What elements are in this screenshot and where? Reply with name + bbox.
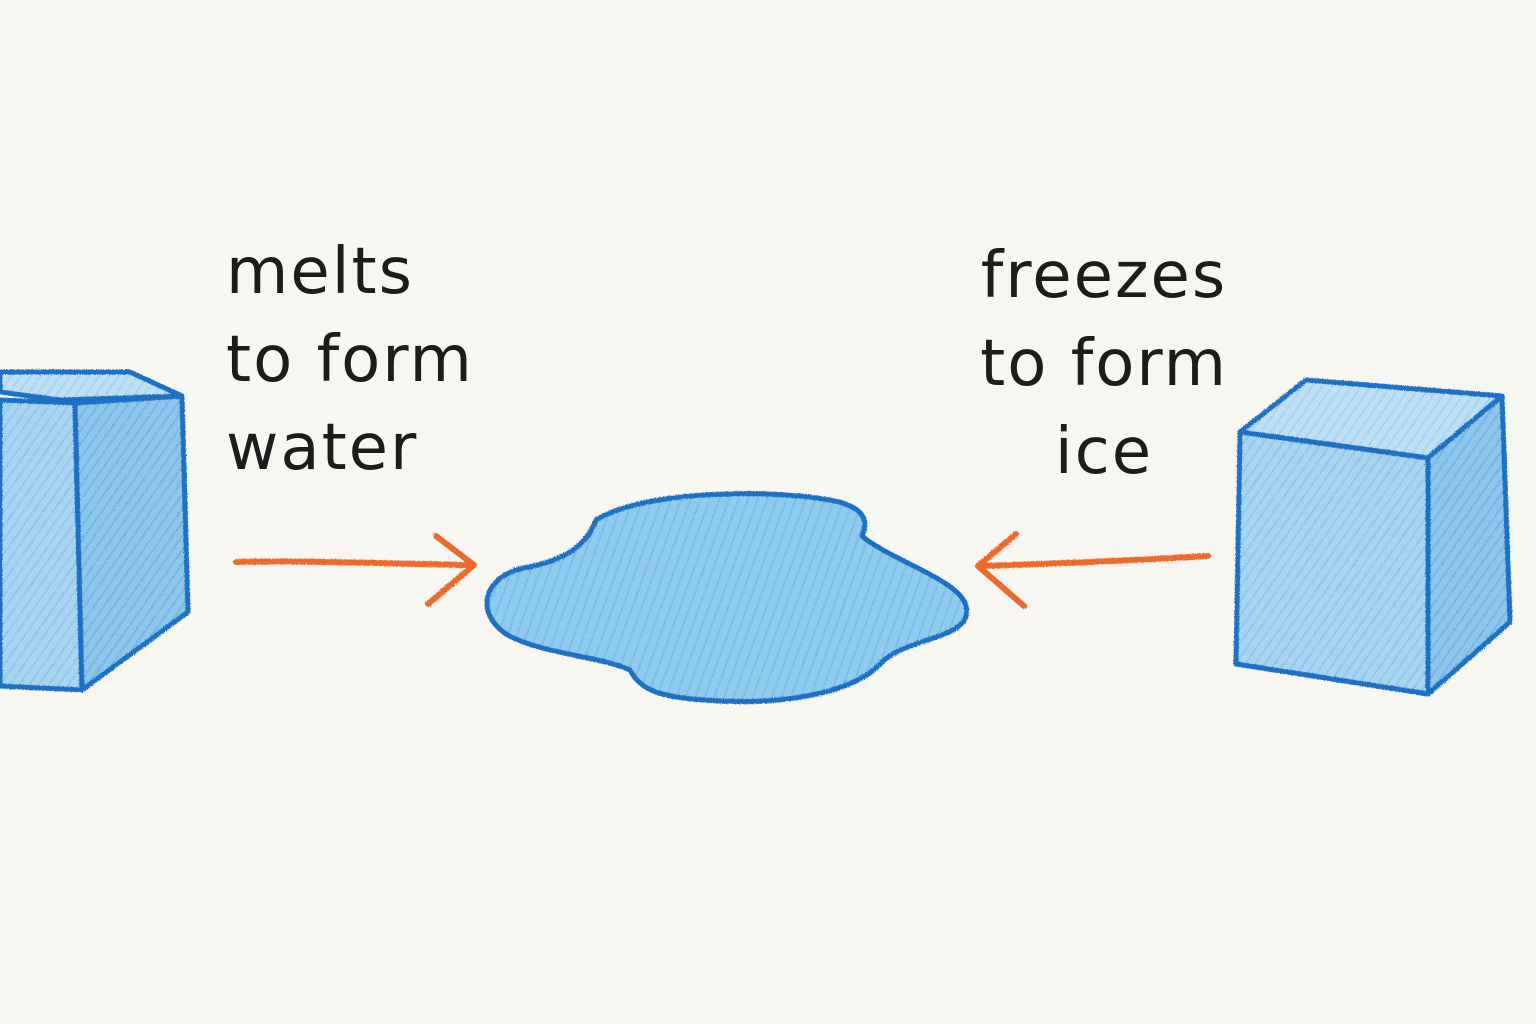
freeze-label-line-1: freezes xyxy=(980,239,1228,313)
freeze-label-line-2: to form xyxy=(980,327,1228,401)
freeze-arrow xyxy=(975,531,1211,609)
melt-label-line-3: water xyxy=(226,411,419,485)
freeze-label-line-3: ice xyxy=(1054,415,1154,489)
melt-label-line-2: to form xyxy=(226,323,474,397)
water-puddle xyxy=(484,491,969,705)
melt-label: melts to form water xyxy=(226,228,474,492)
melt-label-line-1: melts xyxy=(226,235,414,309)
freeze-label: freezes to form ice xyxy=(944,232,1264,496)
melt-arrow xyxy=(233,533,477,607)
ice-cube-left xyxy=(0,369,191,693)
ice-cube-right xyxy=(1233,377,1513,697)
